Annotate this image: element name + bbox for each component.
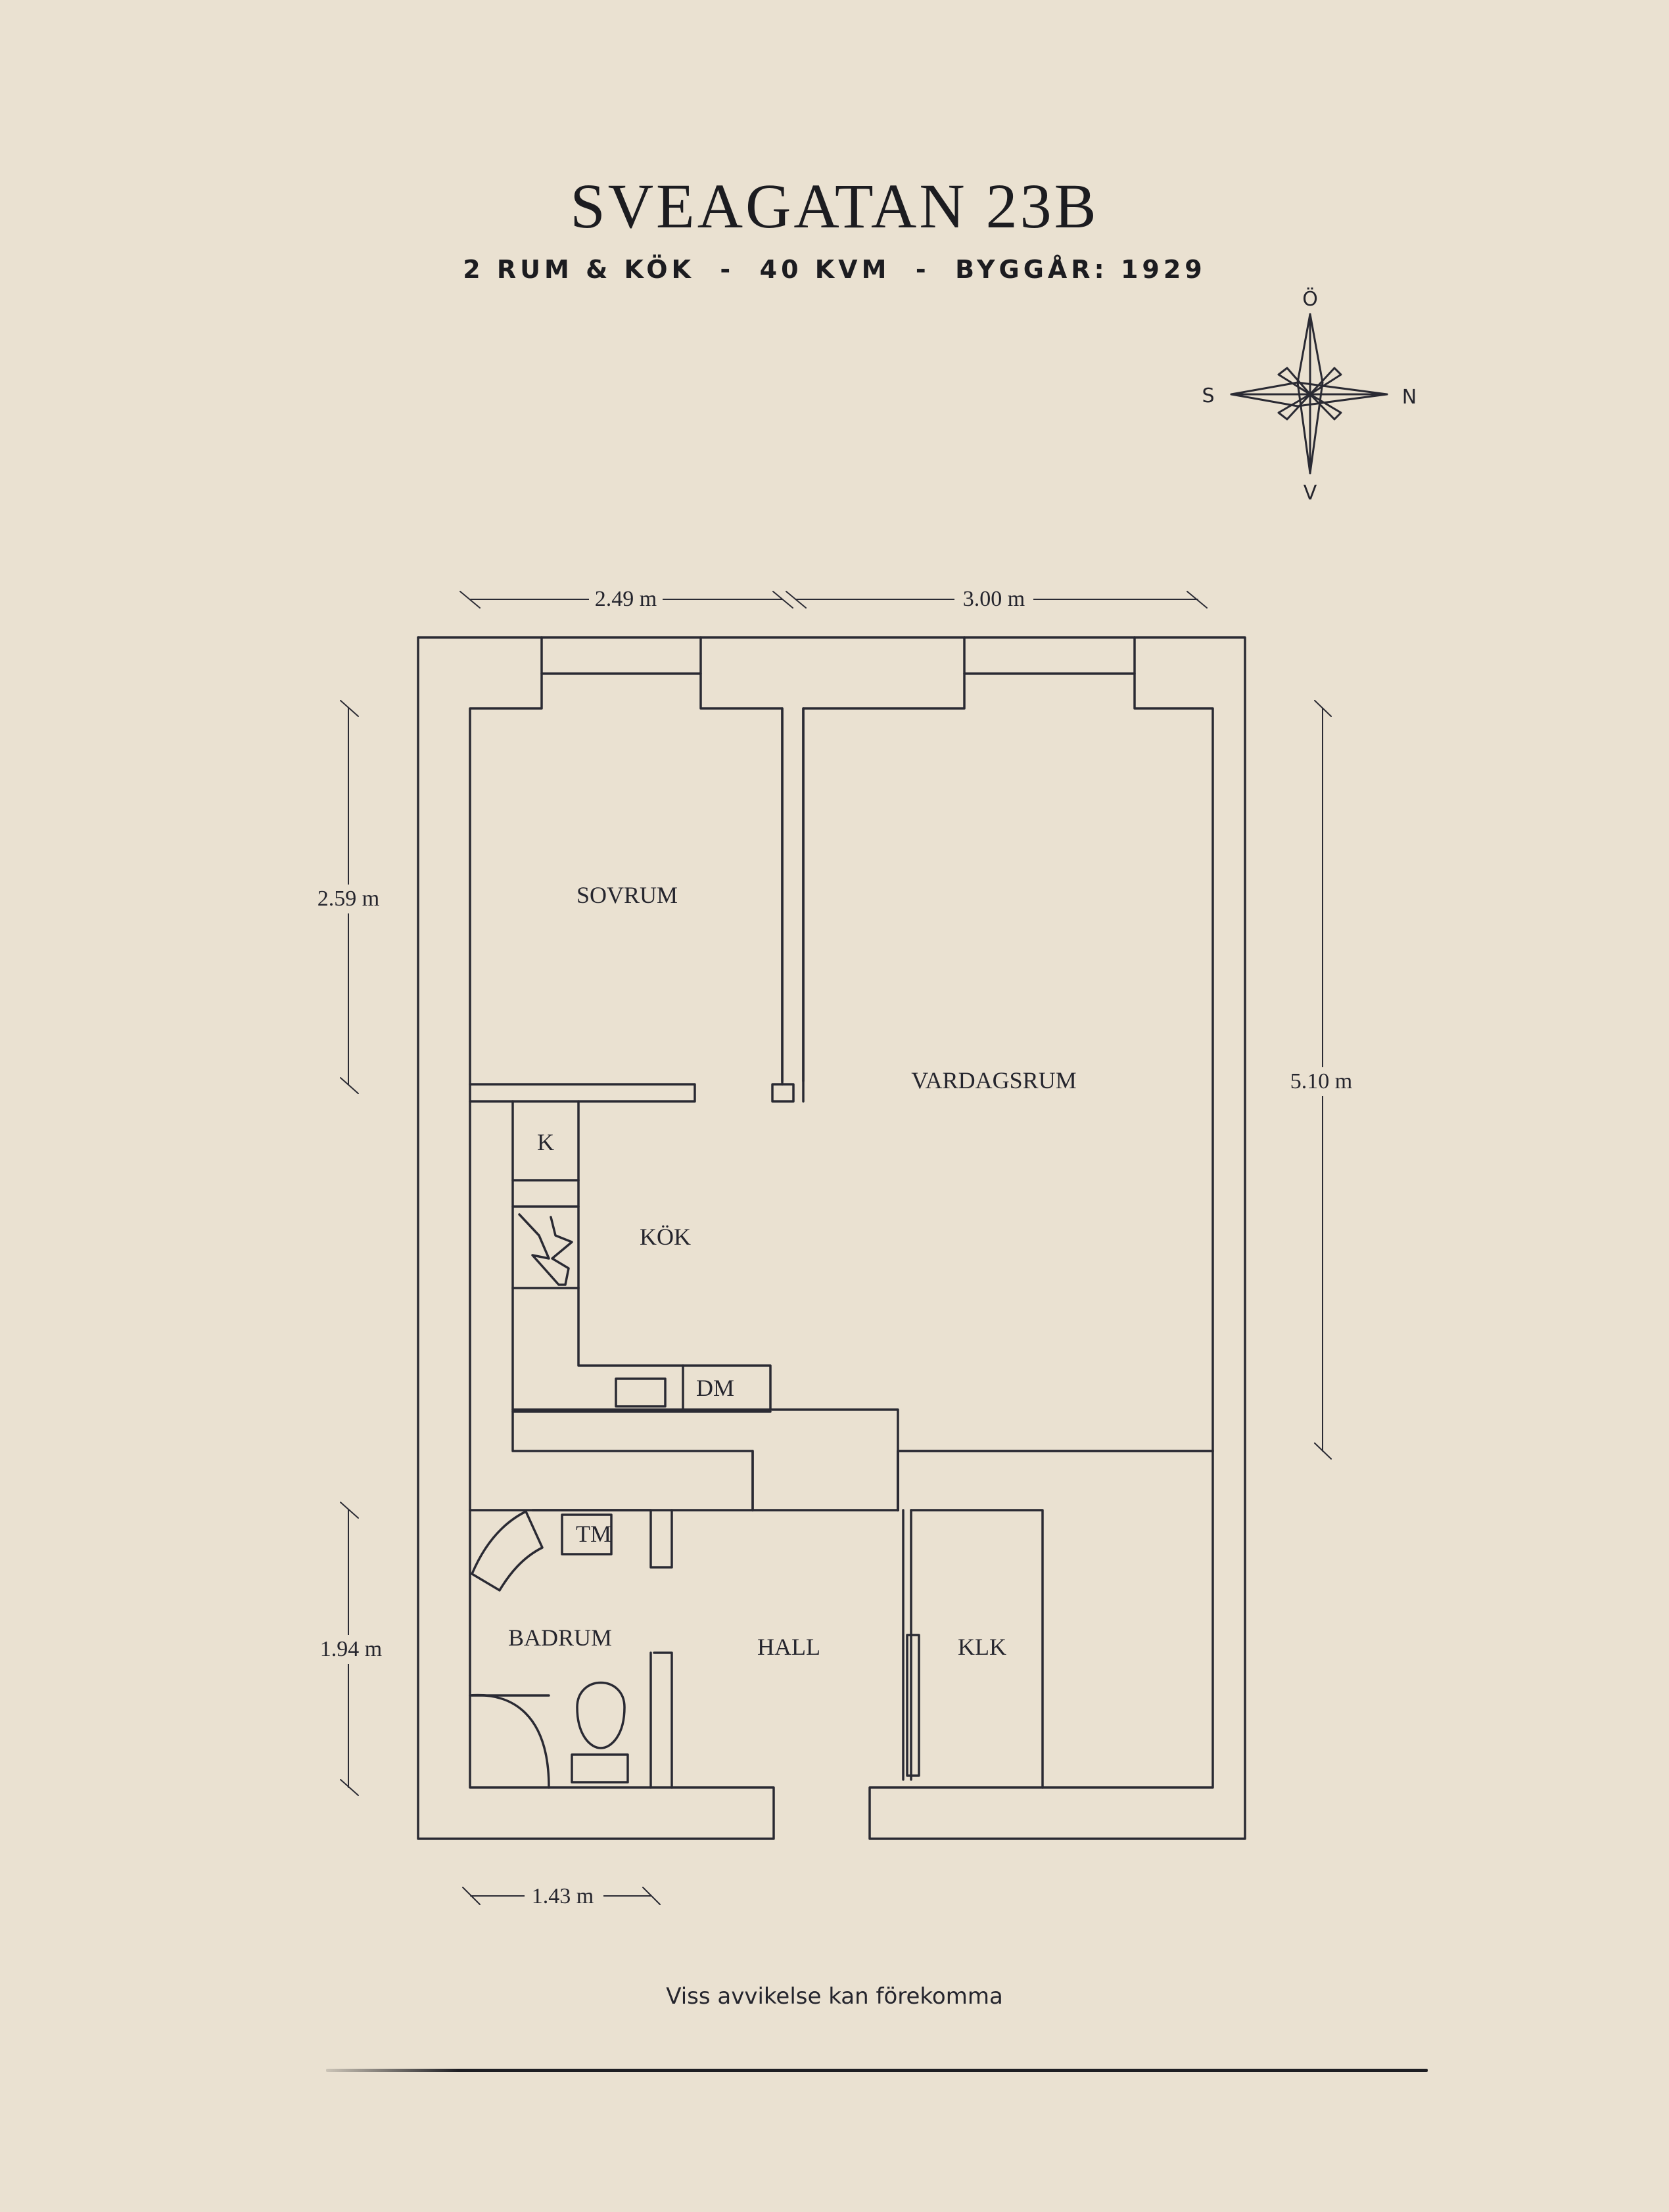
dimension-label: 1.94 m bbox=[320, 1637, 382, 1661]
compass-east-label: Ö bbox=[1302, 287, 1318, 311]
room-label-sovrum: SOVRUM bbox=[576, 882, 678, 908]
disclaimer: Viss avvikelse kan förekomma bbox=[666, 1983, 1003, 2010]
kitchen-counter bbox=[511, 1100, 899, 1511]
dimension-label: 2.49 m bbox=[595, 587, 657, 611]
compass-north-label: N bbox=[1402, 386, 1417, 409]
outer-wall bbox=[417, 636, 1246, 1840]
room-label-vardagsrum: VARDAGSRUM bbox=[911, 1067, 1076, 1094]
compass-west-label: V bbox=[1304, 482, 1317, 505]
closet-wall bbox=[751, 1450, 1214, 1789]
compass-south-label: S bbox=[1202, 384, 1214, 407]
page-title: SVEAGATAN 23B bbox=[570, 171, 1099, 241]
appliance-label-kyl: K bbox=[537, 1129, 554, 1155]
dimension-label: 1.43 m bbox=[532, 1884, 594, 1908]
room-label-klk: KLK bbox=[958, 1634, 1006, 1660]
room-label-badrum: BADRUM bbox=[508, 1624, 612, 1651]
bedroom-wall bbox=[469, 707, 805, 1103]
room-label-hall: HALL bbox=[757, 1634, 820, 1660]
dimension-label: 2.59 m bbox=[317, 887, 379, 911]
interior-wall bbox=[751, 1450, 1214, 1511]
compass-rose bbox=[1230, 313, 1388, 474]
dimension-label: 5.10 m bbox=[1290, 1069, 1352, 1094]
appliance-label-tm: TM bbox=[576, 1521, 611, 1547]
appliance-label-dm: DM bbox=[696, 1375, 734, 1401]
footer-divider bbox=[326, 2069, 1428, 2072]
dimension-lines bbox=[340, 591, 1332, 1905]
page-subtitle: 2 RUM & KÖK - 40 KVM - BYGGÅR: 1929 bbox=[463, 255, 1206, 284]
window bbox=[540, 636, 1136, 675]
dimension-label: 3.00 m bbox=[963, 587, 1025, 611]
bathroom-wall bbox=[469, 1509, 754, 1789]
room-label-kok: KÖK bbox=[640, 1224, 691, 1250]
